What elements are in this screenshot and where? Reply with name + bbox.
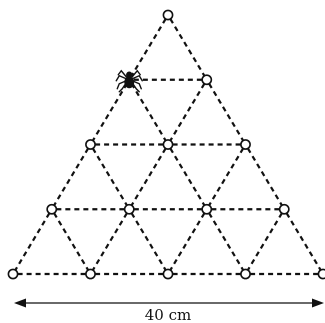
web-node-2-0 xyxy=(85,139,96,150)
left-diagonal-strand xyxy=(130,18,167,77)
right-diagonal-strand xyxy=(169,147,206,206)
dimension-label: 40 cm xyxy=(145,306,191,323)
web-node-4-2 xyxy=(162,268,174,280)
left-diagonal-strand xyxy=(169,212,206,271)
right-diagonal-strand xyxy=(208,83,245,142)
web-node-2-1 xyxy=(162,139,174,150)
right-diagonal-strand xyxy=(130,83,167,142)
web-node-4-3 xyxy=(240,268,251,280)
web-node-3-3 xyxy=(278,203,290,215)
web-node-3-1 xyxy=(123,203,135,215)
spider-leg xyxy=(117,69,127,78)
web-node-3-0 xyxy=(46,203,58,215)
web-edges xyxy=(14,18,322,276)
spider-leg xyxy=(116,80,127,90)
web-nodes xyxy=(7,9,325,280)
spider-leg xyxy=(131,69,141,78)
right-diagonal-strand xyxy=(208,212,245,271)
spider-abdomen xyxy=(124,76,135,89)
spider-leg xyxy=(131,80,142,90)
right-diagonal-strand xyxy=(169,18,206,77)
right-arrow-icon xyxy=(312,298,324,308)
right-diagonal-strand xyxy=(130,212,167,271)
right-diagonal-strand xyxy=(91,147,128,206)
web-node-4-0 xyxy=(7,268,19,280)
right-diagonal-strand xyxy=(53,212,90,271)
web-node-4-4 xyxy=(317,268,325,280)
width-dimension: 40 cm xyxy=(14,298,324,323)
left-diagonal-strand xyxy=(91,212,128,271)
spider-leg xyxy=(115,74,127,82)
left-diagonal-strand xyxy=(53,147,90,206)
left-diagonal-strand xyxy=(130,147,167,206)
right-diagonal-strand xyxy=(285,212,322,271)
left-diagonal-strand xyxy=(208,147,245,206)
right-diagonal-strand xyxy=(246,147,283,206)
web-node-1-1 xyxy=(201,74,213,86)
web-node-2-2 xyxy=(240,139,251,150)
web-node-3-2 xyxy=(201,203,213,215)
web-node-0-0 xyxy=(162,9,174,21)
left-diagonal-strand xyxy=(91,83,128,142)
left-diagonal-strand xyxy=(169,83,206,142)
spider-leg xyxy=(131,74,143,82)
spider-icon xyxy=(115,69,143,93)
left-diagonal-strand xyxy=(246,212,283,271)
web-node-4-1 xyxy=(85,268,96,280)
spider-head xyxy=(126,71,133,78)
left-arrow-icon xyxy=(14,298,26,308)
left-diagonal-strand xyxy=(14,212,51,271)
